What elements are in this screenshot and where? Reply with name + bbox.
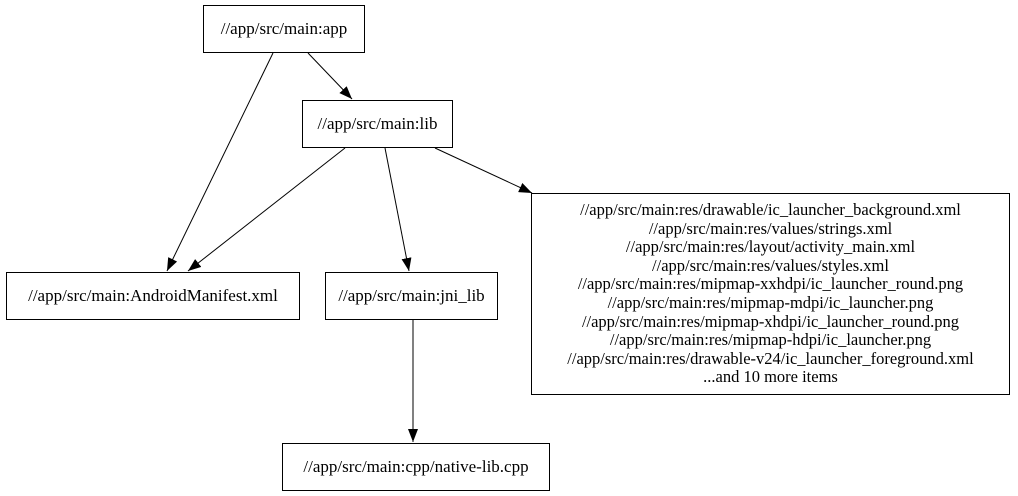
node-native-lib-cpp-label: //app/src/main:cpp/native-lib.cpp: [303, 456, 529, 476]
node-jni-lib: //app/src/main:jni_lib: [325, 272, 498, 320]
res-group-line: //app/src/main:res/mipmap-xhdpi/ic_launc…: [581, 311, 960, 331]
node-native-lib-cpp: //app/src/main:cpp/native-lib.cpp: [282, 443, 550, 491]
res-group-line: //app/src/main:res/mipmap-mdpi/ic_launch…: [607, 293, 934, 312]
node-lib-label: //app/src/main:lib: [317, 113, 438, 133]
edge-app-to-manifest: [166, 52, 274, 272]
res-group-line: //app/src/main:res/values/strings.xml: [648, 218, 893, 238]
edge-app-to-lib: [307, 52, 353, 100]
node-jni-lib-label: //app/src/main:jni_lib: [338, 285, 485, 305]
node-android-manifest-label: //app/src/main:AndroidManifest.xml: [28, 285, 278, 305]
node-android-manifest: //app/src/main:AndroidManifest.xml: [6, 272, 300, 320]
node-app-label: //app/src/main:app: [220, 18, 348, 38]
res-group-more-items: ...and 10 more items: [703, 367, 838, 387]
res-group-line: //app/src/main:res/drawable-v24/ic_launc…: [567, 348, 974, 368]
res-group-line: //app/src/main:res/mipmap-hdpi/ic_launch…: [609, 330, 932, 350]
edge-lib-to-jni-lib: [384, 147, 412, 272]
res-group-line: //app/src/main:res/layout/activity_main.…: [625, 237, 916, 257]
edge-lib-to-manifest: [187, 147, 346, 272]
edge-lib-to-res: [434, 147, 533, 194]
res-group-line: //app/src/main:res/mipmap-xxhdpi/ic_laun…: [577, 274, 964, 294]
node-lib: //app/src/main:lib: [302, 100, 453, 148]
res-group-line: //app/src/main:res/values/styles.xml: [652, 255, 889, 275]
node-app: //app/src/main:app: [203, 5, 365, 53]
res-group-line: //app/src/main:res/drawable/ic_launcher_…: [580, 200, 961, 220]
node-res-group: //app/src/main:res/drawable/ic_launcher_…: [531, 193, 1010, 395]
